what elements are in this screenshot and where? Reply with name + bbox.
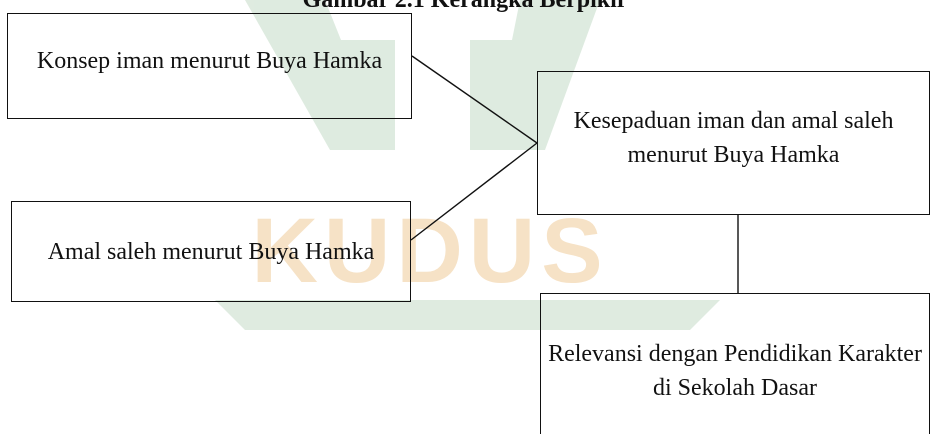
box-kesepaduan: Kesepaduan iman dan amal saleh menurut B… [537,71,930,215]
figure-title: Gambar 2.1 Kerangka Berpikir [302,0,628,13]
box-relevansi: Relevansi dengan Pendidikan Karakter di … [540,293,930,434]
box-konsep-iman: Konsep iman menurut Buya Hamka [7,13,412,119]
box-kesepaduan-label: Kesepaduan iman dan amal saleh menurut B… [573,108,894,168]
box-konsep-iman-label: Konsep iman menurut Buya Hamka [36,48,383,74]
box-amal-saleh-label: Amal saleh menurut Buya Hamka [47,238,375,265]
box-relevansi-label: Relevansi dengan Pendidikan Karakter di … [548,341,922,401]
box-amal-saleh: Amal saleh menurut Buya Hamka [11,201,411,302]
